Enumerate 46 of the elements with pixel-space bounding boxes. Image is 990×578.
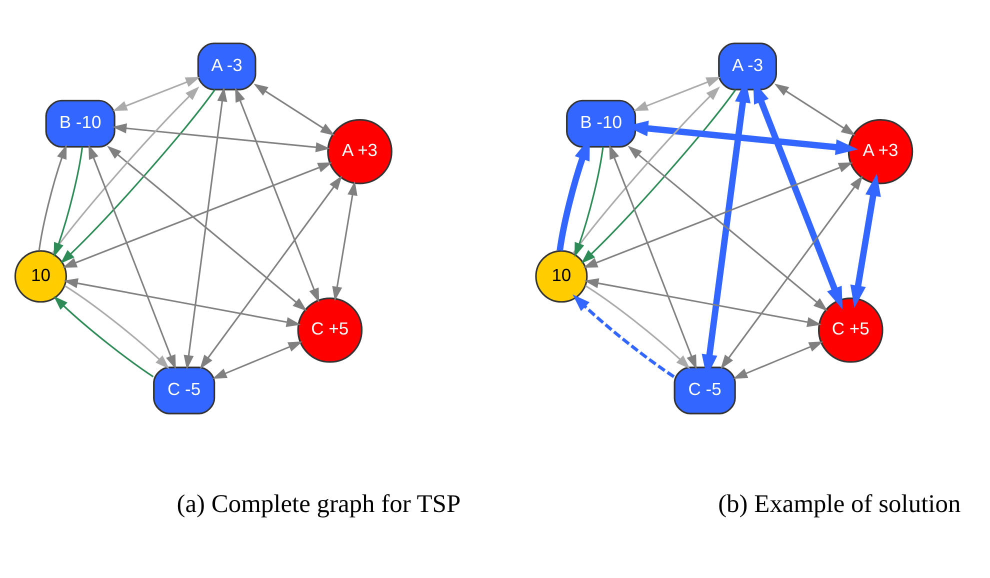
- arrow: [112, 123, 330, 152]
- node-circle: A +3: [327, 118, 392, 184]
- label: (a) Complete graph for TSP: [176, 489, 461, 518]
- node-circle: C +5: [297, 297, 363, 363]
- node-box: A -3: [718, 42, 777, 90]
- arrow: [62, 162, 332, 268]
- node-circle: C +5: [818, 297, 884, 363]
- node-circle: 10: [535, 250, 588, 303]
- arrow: [88, 144, 176, 370]
- arrow: [332, 181, 358, 301]
- arrow: [574, 146, 604, 258]
- arrow: [200, 176, 342, 370]
- node-box: C -5: [674, 366, 736, 414]
- label: (b) Example of solution: [718, 489, 961, 518]
- arrow: [628, 146, 828, 312]
- arrow: [572, 86, 720, 254]
- arrow: [107, 146, 307, 312]
- arrow: [583, 162, 853, 268]
- arrow: [634, 76, 721, 112]
- arrow: [850, 174, 881, 308]
- arrow: [235, 88, 320, 303]
- arrow: [733, 341, 824, 379]
- arrow: [584, 278, 822, 328]
- node-box: A -3: [197, 42, 256, 90]
- arrow: [254, 84, 335, 136]
- arrow: [112, 76, 200, 112]
- arrow: [38, 144, 67, 251]
- arrow: [774, 84, 856, 136]
- arrow: [609, 144, 697, 370]
- arrow: [64, 278, 301, 328]
- arrow: [60, 89, 216, 264]
- node-circle: 10: [14, 250, 67, 303]
- node-box: B -10: [566, 100, 636, 148]
- arrow: [64, 285, 170, 369]
- arrow: [212, 341, 303, 379]
- node-box: B -10: [45, 100, 116, 148]
- node-box: C -5: [153, 366, 216, 414]
- node-circle: A +3: [848, 118, 914, 184]
- arrow: [585, 285, 690, 369]
- arrow: [720, 176, 863, 370]
- arrow: [184, 87, 228, 370]
- arrow: [572, 294, 675, 378]
- arrow: [581, 89, 736, 264]
- arrow: [54, 296, 154, 378]
- arrow: [52, 86, 200, 254]
- arrow: [54, 146, 84, 258]
